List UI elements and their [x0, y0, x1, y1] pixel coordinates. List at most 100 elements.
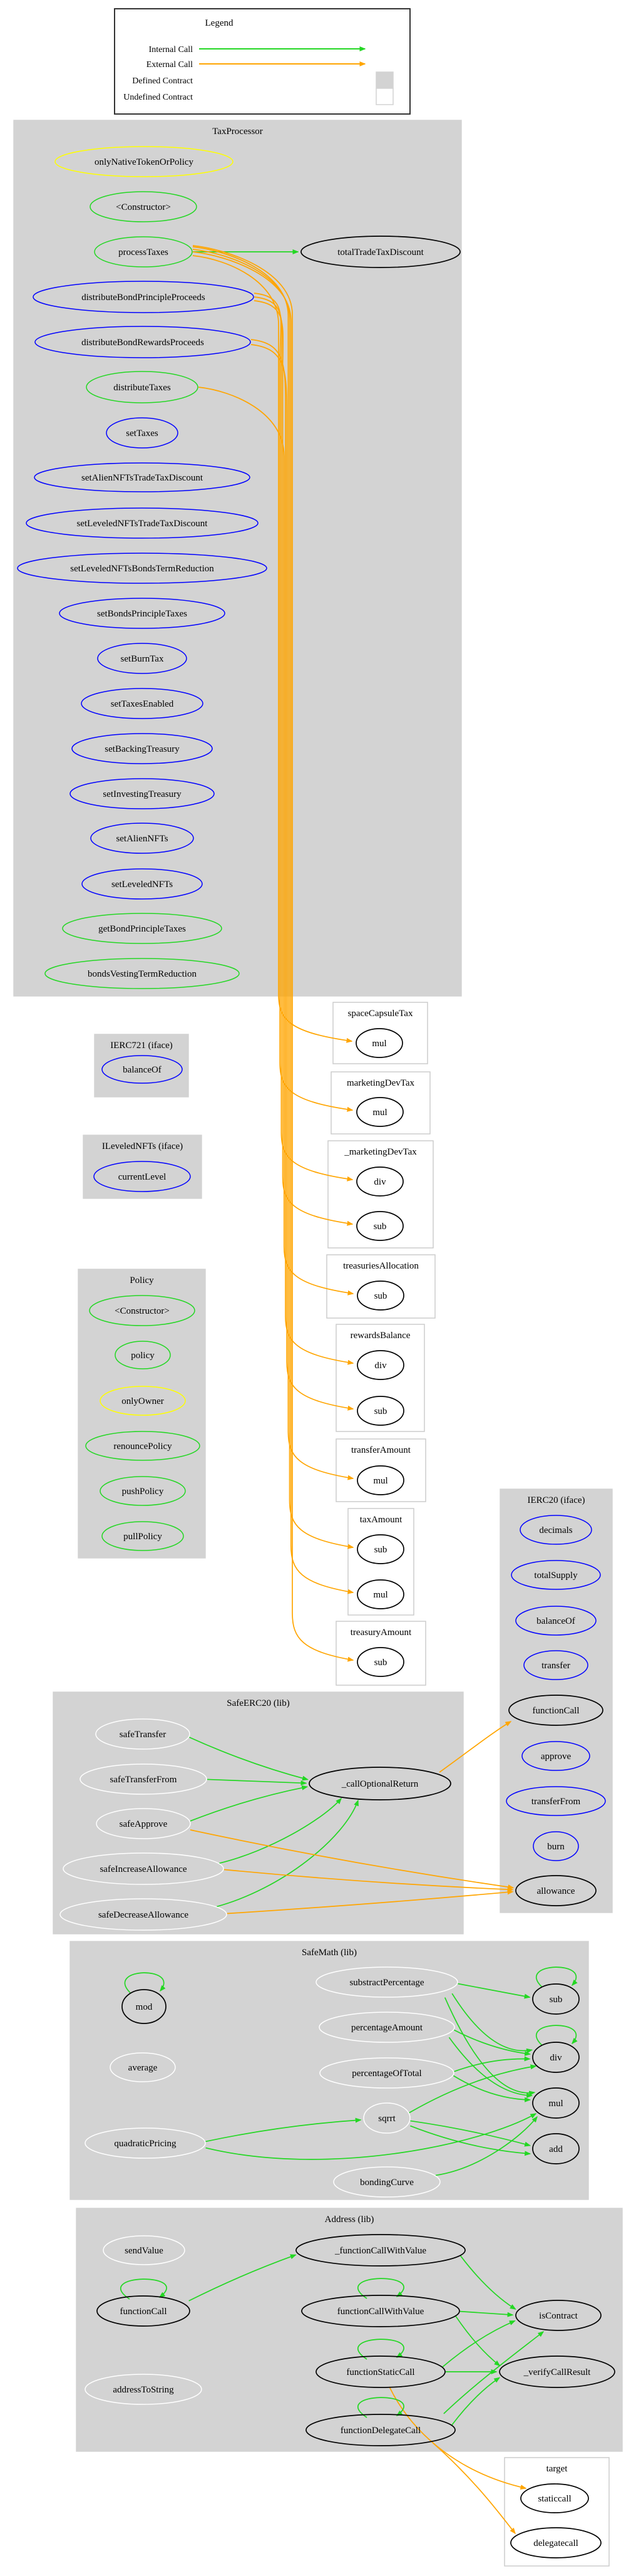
- node-sm_sub: [532, 1983, 580, 2015]
- node-label-functionCall20: functionCall: [533, 1706, 580, 1716]
- node-transferFrom: [506, 1786, 606, 1816]
- cluster-title-SafeMath: SafeMath (lib): [302, 1948, 357, 1958]
- cluster-title-transferAmount: transferAmount: [351, 1445, 411, 1455]
- node-_callOptionalReturn: [309, 1767, 451, 1800]
- cluster-title-spaceCapsuleTax: spaceCapsuleTax: [348, 1009, 413, 1019]
- node-label-sm_add: add: [549, 2144, 563, 2154]
- edge-functionCallA-to-_functionCallWithValue: [188, 2254, 297, 2302]
- node-TP_Constructor: [90, 191, 197, 222]
- node-label-rb_sub: sub: [374, 1406, 387, 1416]
- node-tra_mul: [357, 1465, 404, 1495]
- cluster-title-TaxProcessor: TaxProcessor: [212, 127, 263, 137]
- edge-substractPercentage-to-sm_mul: [444, 1997, 536, 2096]
- edge-quadraticPricing-to-sm_mul: [205, 2113, 537, 2160]
- node-label-_functionCallWithValue: _functionCallWithValue: [334, 2246, 426, 2256]
- cluster-Policy: [78, 1269, 206, 1559]
- legend-label-0: Internal Call: [149, 45, 193, 55]
- edge-substractPercentage-to-sm_div: [451, 1993, 533, 2054]
- node-label-staticcall: staticcall: [538, 2494, 571, 2504]
- node-rb_div: [357, 1350, 404, 1380]
- edge-percentageAmount-to-sm_div: [453, 2029, 531, 2056]
- node-setAlienNFTs: [90, 823, 194, 854]
- legend-label-2: Defined Contract: [132, 76, 193, 86]
- node-label-ta_sub: sub: [374, 1291, 387, 1301]
- node-label-burn: burn: [547, 1842, 565, 1852]
- node-sm_div: [532, 2042, 580, 2073]
- node-setBurnTax: [97, 643, 187, 674]
- cluster-title-marketingDevTax: marketingDevTax: [347, 1078, 415, 1088]
- node-approve: [521, 1741, 590, 1771]
- node-label-safeIncreaseAllowance: safeIncreaseAllowance: [100, 1864, 187, 1874]
- node-label-safeDecreaseAllowance: safeDecreaseAllowance: [98, 1910, 188, 1920]
- cluster-ILeveledNFTs: [83, 1135, 202, 1199]
- node-label-setTaxes: setTaxes: [126, 428, 158, 439]
- node-transfer: [523, 1650, 588, 1680]
- node-functionDelegateCall: [305, 2414, 456, 2446]
- node-renouncePolicy: [85, 1431, 200, 1461]
- node-label-setTaxesEnabled: setTaxesEnabled: [111, 699, 174, 709]
- node-label-setAlienNFTsTradeTaxDiscount: setAlienNFTsTradeTaxDiscount: [81, 473, 203, 483]
- node-label-trs_sub: sub: [374, 1658, 387, 1668]
- node-label-sendValue: sendValue: [125, 2246, 163, 2256]
- cluster-title-Policy: Policy: [130, 1275, 154, 1285]
- node-label-onlyOwner: onlyOwner: [121, 1396, 164, 1406]
- node-label-_verifyCallResult: _verifyCallResult: [523, 2367, 591, 2377]
- edge-percentageAmount-to-sm_mul: [448, 2037, 533, 2098]
- node-safeDecreaseAllowance: [59, 1898, 227, 1931]
- legend-label-1: External Call: [146, 60, 193, 70]
- edge-functionDelegateCall-to-isContract: [443, 2331, 545, 2414]
- node-safeIncreaseAllowance: [63, 1852, 224, 1885]
- cluster-treasuriesAllocation: [326, 1254, 436, 1319]
- cluster-marketingDevTax: [331, 1071, 431, 1135]
- node-label-transfer: transfer: [541, 1661, 570, 1671]
- node-safeTransfer: [95, 1718, 190, 1750]
- edge-functionStaticCall-to-staticcall: [389, 2386, 527, 2490]
- node-functionCall20: [508, 1695, 603, 1726]
- cluster-title-IERC721: IERC721 (iface): [110, 1041, 173, 1051]
- cluster-SafeMath: [69, 1941, 589, 2200]
- node-trs_sub: [357, 1647, 404, 1677]
- edge-substractPercentage-to-sm_sub: [458, 1983, 531, 1999]
- node-label-safeApprove: safeApprove: [120, 1819, 168, 1829]
- cluster-_marketingDevTax: [327, 1140, 434, 1249]
- node-rb_sub: [357, 1396, 404, 1426]
- node-label-sm_mul: mul: [548, 2099, 563, 2109]
- self-loop-functionDelegateCall: [357, 2397, 404, 2418]
- node-label-setLeveledNFTsTradeTaxDiscount: setLeveledNFTsTradeTaxDiscount: [77, 519, 208, 529]
- cluster-title-ILeveledNFTs: ILeveledNFTs (iface): [102, 1141, 183, 1151]
- edge-sqrrt-to-sm_div: [409, 2064, 537, 2114]
- node-functionStaticCall: [315, 2355, 446, 2388]
- node-label-totalSupply: totalSupply: [534, 1571, 578, 1581]
- edge-functionStaticCall-to-isContract: [442, 2320, 516, 2367]
- edge-safeIncreaseAllowance-to-allowance: [223, 1869, 514, 1893]
- node-label-rb_div: div: [374, 1361, 387, 1371]
- node-label-percentageOfTotal: percentageOfTotal: [352, 2069, 421, 2079]
- edge-dBPP-to-_mdt_div: [254, 296, 354, 1182]
- node-policy: [115, 1341, 171, 1369]
- node-average: [110, 2052, 176, 2082]
- edge-quadraticPricing-to-sqrrt: [205, 2117, 362, 2142]
- node-decimals: [520, 1515, 592, 1545]
- node-label-functionCallWithValue: functionCallWithValue: [337, 2307, 424, 2317]
- node-label-addressToString: addressToString: [113, 2385, 174, 2395]
- node-label-functionDelegateCall: functionDelegateCall: [341, 2426, 421, 2436]
- cluster-rewardsBalance: [336, 1324, 425, 1432]
- node-label-TP_Constructor: <Constructor>: [116, 202, 171, 212]
- node-substractPercentage: [315, 1966, 458, 1998]
- edge-percentageOfTotal-to-sm_mul: [453, 2075, 531, 2102]
- cluster-IERC721: [94, 1034, 189, 1098]
- cluster-title-treasuriesAllocation: treasuriesAllocation: [343, 1261, 419, 1271]
- node-label-distributeTaxes: distributeTaxes: [113, 383, 171, 393]
- edge-dBPP-to-_mdt_sub: [254, 300, 354, 1226]
- node-label-sm_div: div: [550, 2053, 562, 2063]
- node-onlyOwner: [100, 1386, 186, 1416]
- edge-safeApprove-to-_callOptionalReturn: [190, 1785, 309, 1822]
- node-isContract: [515, 2300, 602, 2331]
- node-label-functionCallA: functionCall: [120, 2307, 167, 2317]
- node-_mdt_div: [356, 1166, 404, 1197]
- node-label-dBPP: distributeBondPrincipleProceeds: [81, 293, 205, 303]
- node-label-balanceOf721: balanceOf: [123, 1065, 162, 1075]
- node-sm_mul: [532, 2087, 580, 2119]
- cluster-title-rewardsBalance: rewardsBalance: [351, 1331, 411, 1341]
- edge-sqrrt-to-sm_add: [410, 2120, 531, 2147]
